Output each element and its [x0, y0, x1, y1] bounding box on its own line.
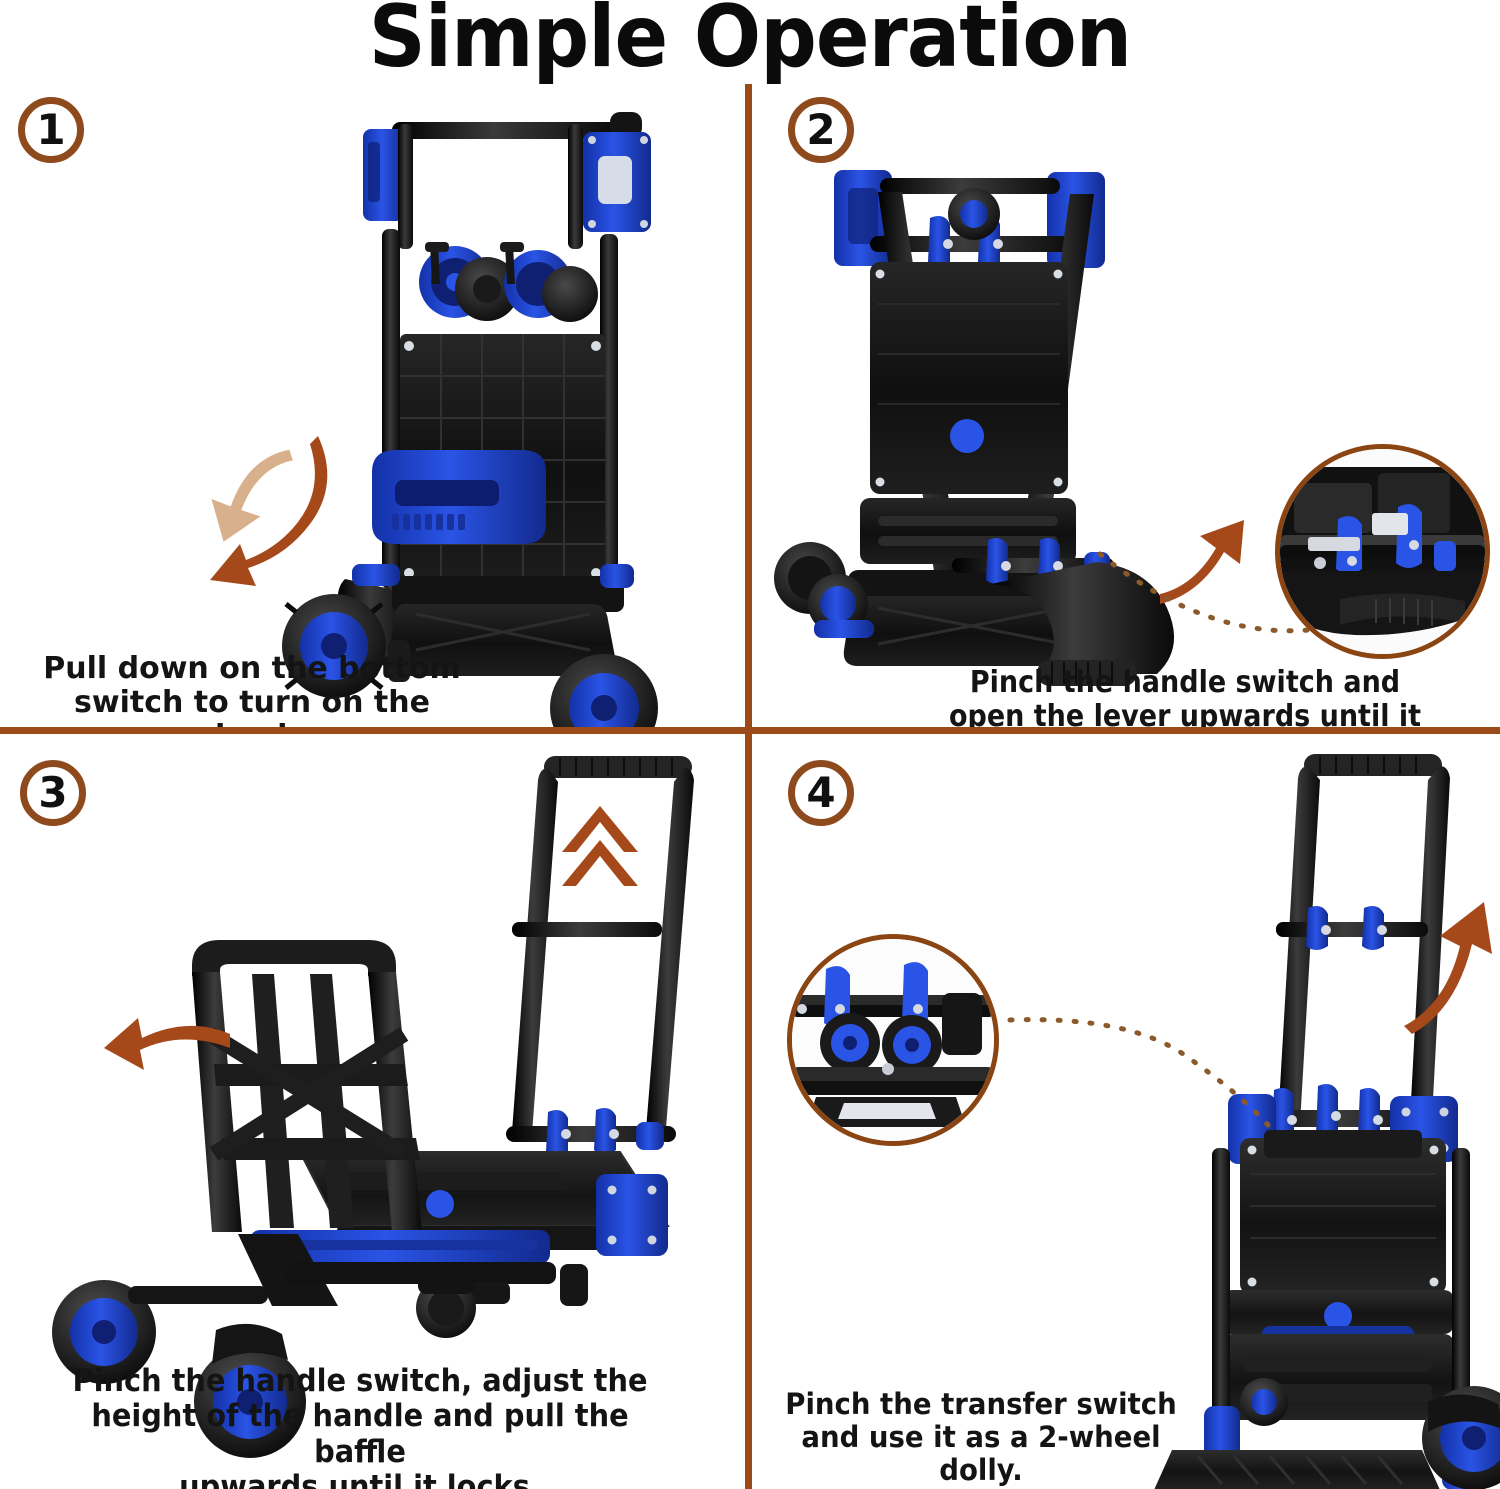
- step-number-1: 1: [36, 105, 66, 154]
- step-caption-3: Pinch the handle switch, adjust the heig…: [72, 1363, 648, 1489]
- dotted-connector-line: [1007, 1017, 1277, 1135]
- step-badge-3: 3: [20, 760, 86, 826]
- magnifier-callout-step-4: [787, 934, 999, 1146]
- magnifier-detail-transfer-switch: [792, 939, 994, 1141]
- horizontal-divider: [0, 727, 1500, 734]
- step-caption-1: Pull down on the bottom switch to turn o…: [43, 651, 461, 727]
- step-panel-2: 2 Pinch the handle switch and open the l…: [752, 84, 1500, 727]
- page-title: Simple Operation: [368, 0, 1132, 87]
- double-chevron-up-icon: [562, 806, 638, 886]
- dotted-connector-line: [1097, 551, 1339, 634]
- magnifier-detail-handle-switch: [1280, 449, 1485, 654]
- step-number-4: 4: [806, 768, 836, 817]
- product-illustration-step-4: [1154, 754, 1500, 1489]
- step-badge-2: 2: [788, 97, 854, 163]
- curved-arrow-down-left-icon: [210, 436, 328, 586]
- step-caption-2: Pinch the handle switch and open the lev…: [948, 665, 1422, 727]
- curved-arrow-left-icon: [104, 1018, 230, 1070]
- step-panel-3: 3 Pinch the handle switch, adjust the he…: [0, 734, 745, 1489]
- step-badge-4: 4: [788, 760, 854, 826]
- step-number-3: 3: [38, 768, 68, 817]
- annotation-group-step-4: [1007, 902, 1492, 1135]
- magnifier-callout-step-2: [1275, 444, 1490, 659]
- curved-arrow-up-right-icon: [1404, 902, 1492, 1034]
- step-panel-4: 4 Pinch the transfer switch and use it a…: [752, 734, 1500, 1489]
- arrow-group-step-1: [210, 436, 328, 586]
- vertical-divider: [745, 84, 752, 1489]
- curved-arrow-up-right-icon: [1160, 520, 1244, 604]
- step-number-2: 2: [806, 105, 836, 154]
- step-caption-4: Pinch the transfer switch and use it as …: [785, 1387, 1177, 1488]
- product-illustration-step-2: [774, 170, 1175, 686]
- step-panel-1: 1 Pull down on the bottom switch to turn…: [0, 84, 745, 727]
- step-badge-1: 1: [18, 97, 84, 163]
- annotation-group-step-2: [1097, 520, 1339, 634]
- annotation-group-step-3: [104, 806, 638, 1070]
- product-illustration-step-3: [52, 756, 694, 1458]
- curved-arrow-up-left-icon: [211, 449, 293, 542]
- product-illustration-step-1: [282, 112, 658, 727]
